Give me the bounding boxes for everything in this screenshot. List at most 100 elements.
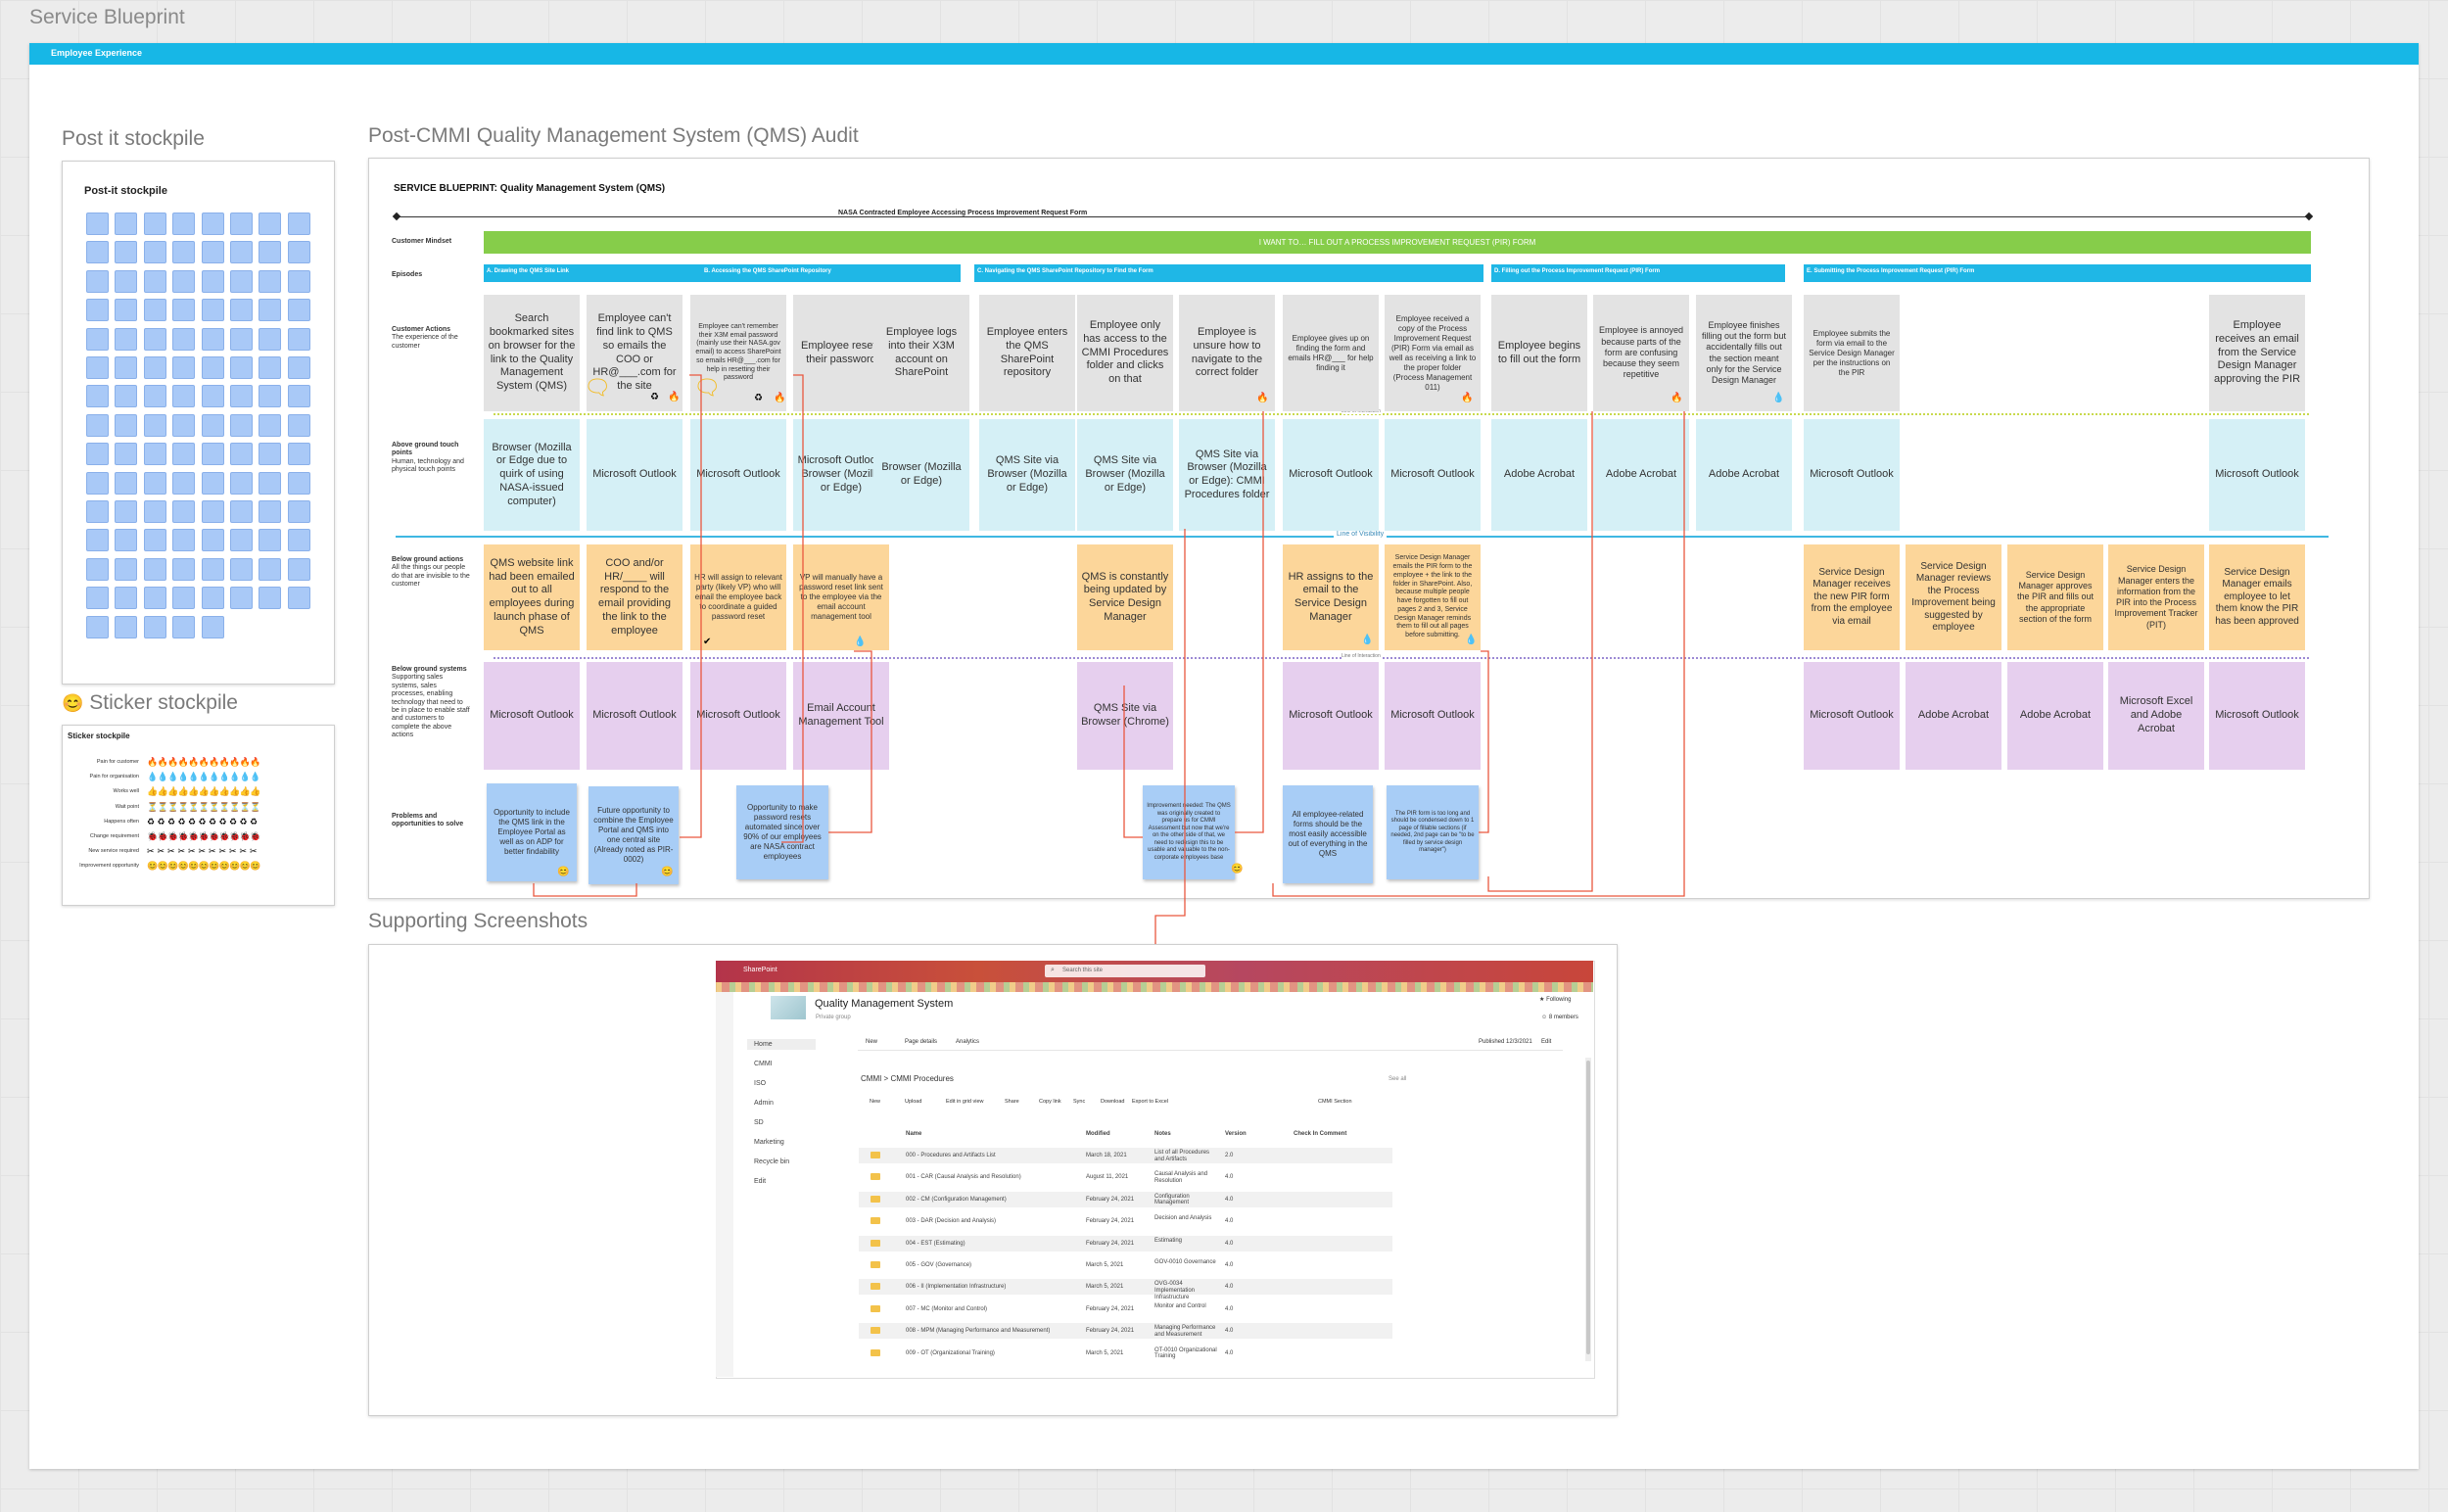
sticker-marker[interactable]: 💧 (1361, 635, 1374, 645)
opportunity-note[interactable]: Improvement needed: The QMS was original… (1143, 785, 1235, 879)
postit-note[interactable] (86, 356, 109, 379)
library-toolbar-item[interactable]: CMMI Section (1318, 1099, 1352, 1105)
postit-note[interactable] (201, 443, 224, 466)
postit-note[interactable] (230, 356, 253, 379)
sticker-icon[interactable]: 💧 (177, 772, 189, 782)
postit-note[interactable] (115, 299, 138, 322)
sticker-icon[interactable]: ⏳ (198, 801, 210, 812)
postit-note[interactable] (230, 327, 253, 351)
file-name[interactable]: 006 - II (Implementation Infrastructure) (906, 1284, 1007, 1291)
site-nav-item[interactable]: Admin (754, 1100, 774, 1107)
sticker-icon[interactable]: 🐞 (147, 831, 159, 841)
library-toolbar-item[interactable]: Copy link (1039, 1099, 1061, 1105)
file-name[interactable]: 001 - CAR (Causal Analysis and Resolutio… (906, 1174, 1021, 1181)
postit-note[interactable] (230, 443, 253, 466)
sticker-icon[interactable]: 🐞 (157, 831, 168, 841)
sticker-icon[interactable]: 🐞 (209, 831, 220, 841)
postit-note[interactable] (201, 500, 224, 523)
sticker-icon[interactable]: ✂ (188, 846, 196, 857)
postit-note[interactable] (287, 500, 310, 523)
postit-note[interactable] (230, 299, 253, 322)
sticker-icon[interactable]: 😊 (209, 861, 220, 872)
file-name[interactable]: 003 - DAR (Decision and Analysis) (906, 1218, 997, 1225)
sticker-icon[interactable]: 💧 (218, 772, 230, 782)
members-link[interactable]: ☺ 8 members (1541, 1015, 1578, 1020)
postit-note[interactable] (259, 557, 282, 581)
sticker-icon[interactable]: 😊 (167, 861, 179, 872)
library-row[interactable]: 006 - II (Implementation Infrastructure)… (859, 1279, 1392, 1300)
postit-note[interactable] (259, 213, 282, 235)
postit-note[interactable] (143, 587, 166, 610)
sticker-icon[interactable]: 🐞 (198, 831, 210, 841)
opportunity-note[interactable]: All employee-related forms should be the… (1283, 785, 1373, 883)
postit-note[interactable] (143, 385, 166, 408)
sticker-marker[interactable]: 🗨 (693, 375, 721, 400)
postit-note[interactable] (86, 413, 109, 437)
opportunity-note[interactable]: Future opportunity to combine the Employ… (588, 786, 679, 884)
opportunity-note[interactable]: Opportunity to include the QMS link in t… (487, 783, 577, 881)
sticker-icon[interactable]: ✂ (157, 846, 165, 857)
opportunity-note[interactable]: The PIR form is too long and should be c… (1387, 785, 1479, 879)
postit-note[interactable] (201, 213, 224, 235)
postit-note[interactable] (287, 471, 310, 495)
postit-note[interactable] (143, 327, 166, 351)
sticker-icon[interactable]: 🔥 (167, 757, 179, 767)
postit-note[interactable] (86, 269, 109, 293)
library-row[interactable]: 001 - CAR (Causal Analysis and Resolutio… (859, 1169, 1392, 1185)
library-row[interactable]: 008 - MPM (Managing Performance and Meas… (859, 1323, 1392, 1340)
sticker-icon[interactable]: 😊 (157, 861, 168, 872)
postit-note[interactable] (143, 356, 166, 379)
sticker-marker[interactable]: 🔥 (668, 392, 681, 402)
sticker-icon[interactable]: ♻ (218, 816, 227, 827)
cmd-analytics[interactable]: Analytics (956, 1039, 980, 1045)
postit-note[interactable] (230, 587, 253, 610)
sticker-icon[interactable]: ⏳ (250, 801, 261, 812)
postit-note[interactable] (259, 500, 282, 523)
file-name[interactable]: 000 - Procedures and Artifacts List (906, 1153, 996, 1158)
postit-note[interactable] (172, 557, 196, 581)
postit-note[interactable] (259, 385, 282, 408)
sticker-icon[interactable]: 😊 (198, 861, 210, 872)
postit-note[interactable] (287, 557, 310, 581)
sticker-icon[interactable]: ⏳ (147, 801, 159, 812)
following-button[interactable]: ★ Following (1539, 997, 1572, 1003)
library-toolbar-item[interactable]: Export to Excel (1132, 1099, 1168, 1105)
postit-note[interactable] (259, 356, 282, 379)
postit-note[interactable] (201, 413, 224, 437)
sticker-marker[interactable]: ✔ (703, 637, 712, 647)
sticker-icon[interactable]: ♻ (177, 816, 186, 827)
sharepoint-search-input[interactable]: ⌕ Search this site (1045, 965, 1205, 977)
sticker-icon[interactable]: ⏳ (218, 801, 230, 812)
site-nav-item[interactable]: SD (754, 1119, 764, 1126)
postit-note[interactable] (143, 299, 166, 322)
sticker-icon[interactable]: ⏳ (209, 801, 220, 812)
postit-note[interactable] (172, 213, 196, 235)
sticker-icon[interactable]: 😊 (239, 861, 251, 872)
sticker-icon[interactable]: ♻ (198, 816, 207, 827)
experience-banner[interactable]: Employee Experience (29, 43, 2419, 65)
sticker-icon[interactable]: ✂ (218, 846, 227, 857)
sticker-icon[interactable]: 🔥 (229, 757, 241, 767)
postit-note[interactable] (230, 413, 253, 437)
sticker-icon[interactable]: 👍 (209, 786, 220, 797)
postit-note[interactable] (287, 413, 310, 437)
postit-note[interactable] (230, 385, 253, 408)
sticker-icon[interactable]: 👍 (198, 786, 210, 797)
site-nav-item[interactable]: CMMI (754, 1061, 773, 1067)
postit-note[interactable] (115, 213, 138, 235)
postit-frame[interactable]: Post-it stockpile (62, 161, 335, 685)
postit-note[interactable] (143, 269, 166, 293)
sticker-icon[interactable]: 💧 (157, 772, 168, 782)
site-nav-item[interactable]: ISO (754, 1080, 767, 1087)
sticker-marker[interactable]: ♻ (650, 392, 659, 402)
sticker-icon[interactable]: ✂ (229, 846, 237, 857)
library-toolbar-item[interactable]: Sync (1073, 1099, 1086, 1105)
sticker-icon[interactable]: ⏳ (167, 801, 179, 812)
library-row[interactable]: 003 - DAR (Decision and Analysis)Februar… (859, 1213, 1392, 1229)
library-breadcrumb[interactable]: CMMI > CMMI Procedures (861, 1074, 954, 1083)
sticker-icon[interactable]: 🐞 (239, 831, 251, 841)
library-toolbar-item[interactable]: Edit in grid view (946, 1099, 984, 1105)
edit-button[interactable]: Edit (1541, 1039, 1552, 1045)
postit-note[interactable] (287, 356, 310, 379)
